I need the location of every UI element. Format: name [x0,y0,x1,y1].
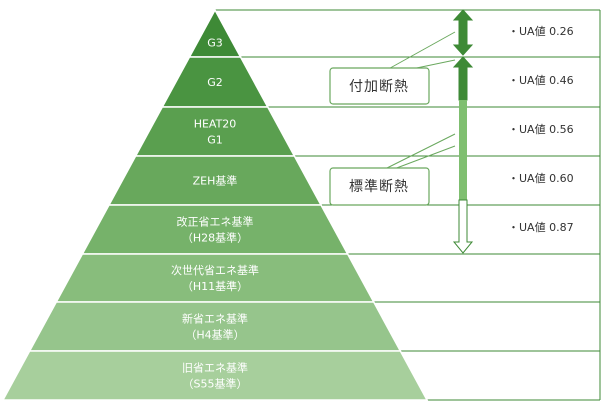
pyramid-level-label: G3 [207,37,223,50]
pyramid-level-label: G2 [207,76,223,89]
ua-value-label: ・UA値 0.26 [508,25,574,38]
pyramid-level-label: 改正省エネ基準 [177,215,254,229]
ua-value-label: ・UA値 0.60 [508,172,574,185]
standard-insulation-label: 標準断熱 [349,179,409,195]
pyramid-level [55,253,375,303]
standard-arrow-head [452,56,474,101]
ua-value-list: ・UA値 0.26 ・UA値 0.46 ・UA値 0.56 ・UA値 0.60 ・UA値… [508,25,574,234]
standard-insulation-callout [329,167,430,206]
added-insulation-arrow [452,9,474,56]
pyramid-level-label: （H11基準） [182,279,248,293]
callout-leader [382,133,456,173]
ua-value-label: ・UA値 0.46 [508,74,574,87]
pyramid-level-label: G1 [207,134,223,147]
ua-value-label: ・UA値 0.87 [508,221,574,234]
standard-arrow-shaft [459,100,467,200]
pyramid-level-label: 新省エネ基準 [182,312,248,326]
pyramid-level-label: HEAT20 [194,118,237,131]
pyramid-level [188,8,242,58]
ua-value-label: ・UA値 0.56 [508,123,574,136]
pyramid-level-label: （H28基準） [182,231,248,245]
pyramid-level [81,204,349,255]
range-arrows [452,9,474,254]
pyramid-level-label: 旧省エネ基準 [182,361,248,375]
pyramid-level [28,301,402,352]
added-insulation-label: 付加断熱 [349,79,409,95]
pyramid-level [134,106,296,157]
pyramid-level-label: ZEH基準 [193,174,238,188]
pyramid-level-label: （H4基準） [185,328,244,342]
standard-arrow-tail [452,199,474,254]
pyramid-level-label: （S55基準） [183,377,248,391]
pyramid-level-label: 次世代省エネ基準 [171,263,259,277]
added-insulation-callout [329,67,430,105]
pyramid-level [1,350,429,401]
